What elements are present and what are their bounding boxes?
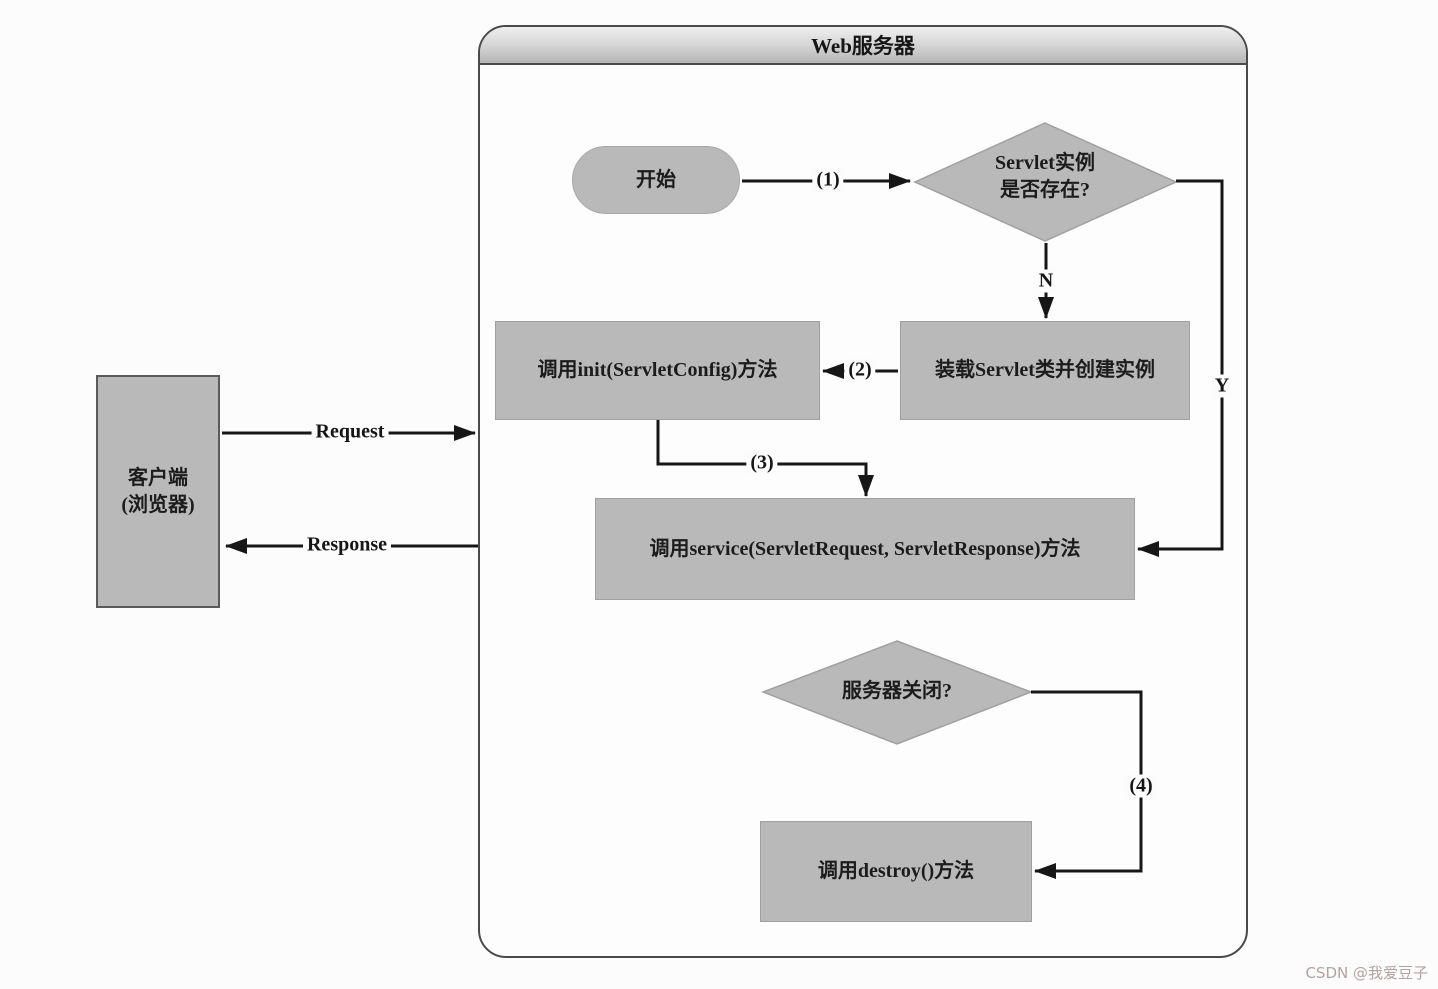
decision-servlet-instance-line1: Servlet实例 (995, 152, 1095, 174)
decision-servlet-instance-line2: 是否存在? (1000, 179, 1090, 201)
destroy-method-label: 调用destroy()方法 (817, 860, 975, 882)
edge-label-no: N (1034, 269, 1058, 293)
web-server-title: Web服务器 (480, 27, 1246, 65)
init-method-label: 调用init(ServletConfig)方法 (537, 359, 778, 381)
service-method-label: 调用service(ServletRequest, ServletRespons… (649, 537, 1081, 560)
decision-server-shutdown-label: 服务器关闭? (797, 678, 997, 705)
edge-label-3: (3) (746, 451, 778, 475)
watermark: CSDN @我爱豆子 (1305, 964, 1428, 982)
destroy-method-node: 调用destroy()方法 (760, 821, 1032, 922)
edge-label-1: (1) (812, 168, 844, 192)
client-box: 客户端 (浏览器) (96, 375, 220, 608)
decision-server-shutdown-line1: 服务器关闭? (842, 680, 952, 702)
edge-label-2: (2) (844, 358, 876, 382)
load-servlet-node: 装载Servlet类并创建实例 (900, 321, 1190, 420)
edge-label-response: Response (302, 533, 392, 557)
edge-label-request: Request (311, 420, 389, 444)
start-node: 开始 (572, 146, 740, 214)
edge-label-yes: Y (1210, 374, 1234, 398)
client-label-line1: 客户端 (128, 466, 188, 489)
client-label-line2: (浏览器) (121, 493, 195, 516)
load-servlet-label: 装载Servlet类并创建实例 (935, 359, 1155, 381)
start-label: 开始 (636, 168, 676, 191)
edge-label-4: (4) (1125, 774, 1157, 798)
init-method-node: 调用init(ServletConfig)方法 (495, 321, 820, 420)
decision-servlet-instance-label: Servlet实例 是否存在? (945, 150, 1145, 204)
service-method-node: 调用service(ServletRequest, ServletRespons… (595, 498, 1135, 600)
